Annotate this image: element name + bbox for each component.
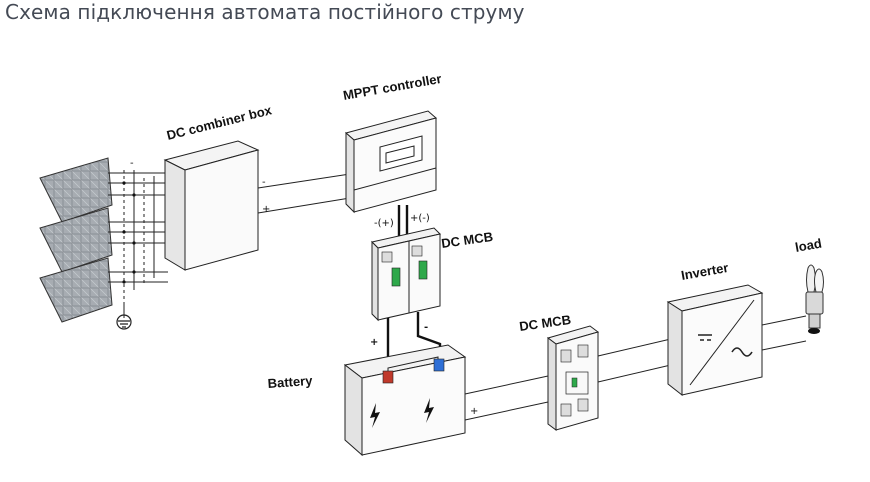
panel-terminal-dots bbox=[122, 181, 136, 284]
mppt-to-breaker-wires bbox=[397, 205, 409, 236]
solar-panel-3 bbox=[39, 257, 113, 323]
dc-mcb-top bbox=[371, 227, 441, 322]
inverter-to-load-wires bbox=[761, 315, 807, 351]
battery-minus-sign: - bbox=[424, 322, 428, 333]
mppt-label: MPPT controller bbox=[342, 71, 443, 103]
dc-mcb-bottom bbox=[546, 325, 600, 431]
sine-wave-icon bbox=[731, 347, 753, 357]
battery-to-mcb-wires bbox=[464, 375, 549, 421]
combiner-to-mppt-wires bbox=[257, 173, 351, 214]
mppt-controller bbox=[344, 110, 438, 214]
battery bbox=[343, 344, 467, 457]
mppt-left-terminal: -(+) bbox=[374, 218, 394, 229]
load-label: load bbox=[794, 236, 823, 255]
dc-mcb-top-label: DC MCB bbox=[440, 229, 494, 251]
battery-label: Battery bbox=[267, 373, 314, 391]
lightning-icon-2 bbox=[424, 398, 434, 423]
page-title: Схема підключення автомата постійного ст… bbox=[5, 0, 525, 24]
solar-panel-1 bbox=[39, 157, 113, 223]
lightning-icon bbox=[370, 403, 380, 428]
combiner-minus: - bbox=[262, 177, 266, 188]
battery-positive-terminal bbox=[382, 370, 394, 384]
combiner-plus: + bbox=[262, 204, 270, 215]
lamp-icon bbox=[805, 264, 824, 334]
inverter bbox=[666, 284, 764, 397]
battery-out-plus: + bbox=[470, 406, 478, 417]
panel-wires bbox=[108, 170, 168, 318]
dc-combiner-box bbox=[163, 140, 260, 271]
battery-negative-terminal bbox=[433, 358, 445, 372]
dc-mcb-bottom-label: DC MCB bbox=[518, 312, 572, 334]
panel-minus-label: - bbox=[130, 158, 134, 169]
ground-icon bbox=[116, 314, 132, 330]
mppt-right-terminal: +(-) bbox=[410, 213, 430, 224]
inverter-label: Inverter bbox=[680, 260, 730, 283]
combiner-label: DC combiner box bbox=[165, 102, 274, 143]
solar-panel-2 bbox=[39, 207, 113, 273]
mcb-to-inverter-wires bbox=[597, 337, 676, 383]
battery-plus-sign: + bbox=[370, 337, 378, 348]
